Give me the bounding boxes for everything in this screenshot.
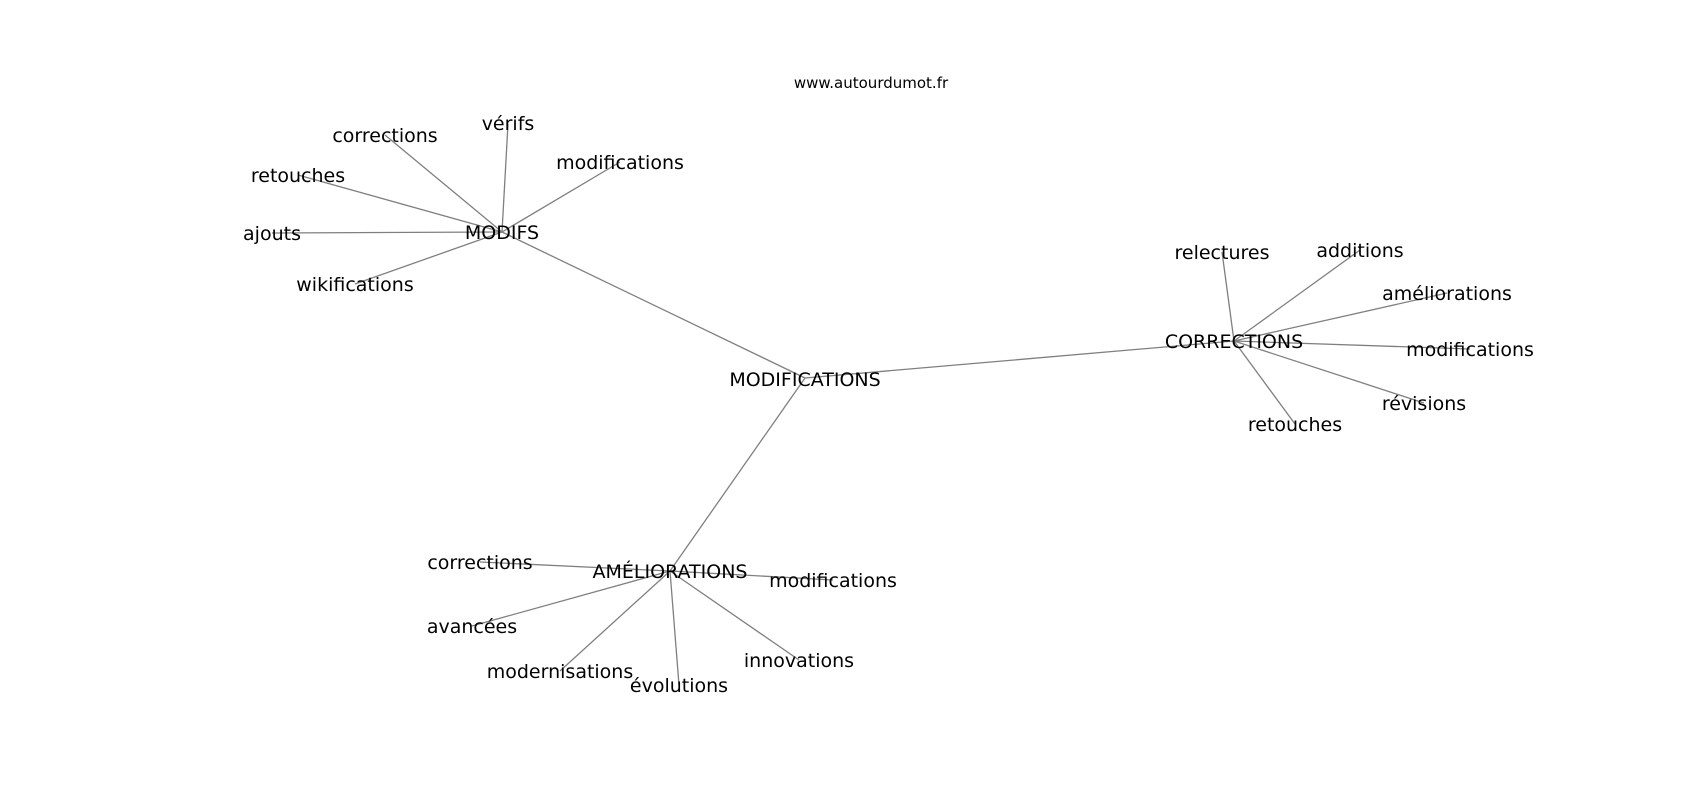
edge-corrections_hub-c_modifications [1233, 340, 1471, 350]
node-m-modifications[interactable]: modifications [556, 152, 684, 174]
edge-modifs-m_verifs [501, 123, 509, 233]
edge-modifs-m_retouches [297, 174, 503, 233]
node-m-ajouts[interactable]: ajouts [243, 223, 301, 245]
edge-corrections_hub-c_relectures [1221, 251, 1235, 342]
node-c-modifications[interactable]: modifications [1406, 339, 1534, 361]
edge-ameliorations_hub-a_corrections [479, 561, 671, 572]
edge-modifs-m_modifications [501, 161, 621, 233]
edge-ameliorations_hub-a_modernisations [559, 570, 671, 672]
node-c-additions[interactable]: additions [1316, 240, 1403, 262]
node-ameliorations-hub[interactable]: AMÉLIORATIONS [593, 560, 748, 583]
edge-ameliorations_hub-a_avancees [471, 570, 671, 627]
node-a-modernisations[interactable]: modernisations [487, 661, 634, 683]
edge-modifs-m_corrections [384, 134, 503, 233]
node-a-avancees[interactable]: avancées [427, 616, 517, 638]
node-m-retouches[interactable]: retouches [251, 165, 345, 187]
node-c-ameliorations[interactable]: améliorations [1382, 283, 1512, 305]
node-m-verifs[interactable]: vérifs [482, 113, 535, 135]
node-a-evolutions[interactable]: évolutions [630, 675, 728, 697]
edge-corrections_hub-c_ameliorations [1233, 292, 1448, 342]
edge-modifs-m_wikifications [354, 231, 503, 285]
edge-root-ameliorations_hub [669, 377, 806, 572]
node-c-retouches[interactable]: retouches [1248, 414, 1342, 436]
node-a-modifications[interactable]: modifications [769, 570, 897, 592]
edge-corrections_hub-c_retouches [1233, 340, 1296, 425]
edge-corrections_hub-c_additions [1233, 249, 1361, 342]
node-modifs[interactable]: MODIFS [465, 222, 539, 244]
edge-modifs-m_ajouts [271, 231, 503, 234]
edge-root-corrections_hub [804, 340, 1235, 379]
edge-ameliorations_hub-a_modifications [669, 570, 834, 581]
node-c-relectures[interactable]: relectures [1175, 242, 1270, 264]
site-watermark: www.autourdumot.fr [794, 74, 949, 92]
node-a-corrections[interactable]: corrections [427, 552, 532, 574]
node-corrections-hub[interactable]: CORRECTIONS [1165, 331, 1303, 353]
edge-root-modifs [501, 231, 806, 379]
edge-corrections_hub-c_revisions [1233, 340, 1425, 404]
edge-ameliorations_hub-a_evolutions [669, 570, 680, 686]
graph-node-labels: MODIFICATIONS MODIFS CORRECTIONS AMÉLIORATI… [243, 113, 1534, 697]
node-m-corrections[interactable]: corrections [332, 125, 437, 147]
node-c-revisions[interactable]: révisions [1382, 393, 1466, 415]
node-a-innovations[interactable]: innovations [744, 650, 854, 672]
node-m-wikifications[interactable]: wikifications [296, 274, 413, 296]
graph-edges [271, 123, 1471, 686]
node-root[interactable]: MODIFICATIONS [729, 369, 880, 391]
edge-ameliorations_hub-a_innovations [669, 570, 800, 661]
